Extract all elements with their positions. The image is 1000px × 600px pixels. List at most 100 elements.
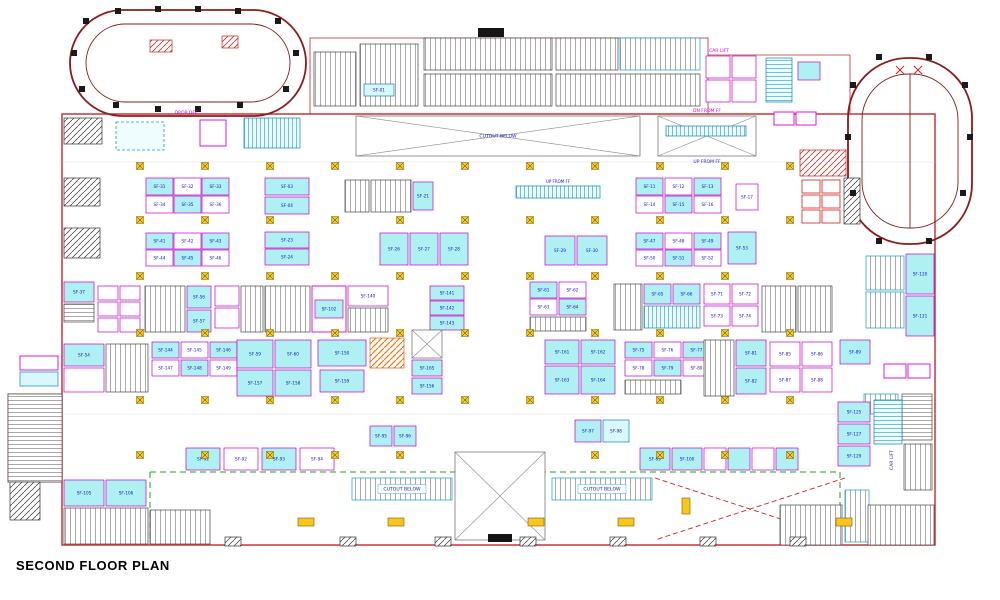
shop-unit — [173, 195, 202, 214]
column-marker — [526, 216, 534, 224]
parking-stall-block — [63, 303, 95, 323]
column-marker — [136, 272, 144, 280]
lift-box — [199, 119, 227, 147]
unit-label: SF-100 — [680, 457, 695, 462]
column-marker — [461, 329, 469, 337]
unit-label: SF-04 — [281, 203, 293, 208]
parking-stall-block — [313, 51, 357, 107]
parking-stall-block — [105, 343, 149, 393]
column-square — [115, 8, 121, 14]
shop-unit — [705, 55, 731, 79]
shop-unit — [264, 231, 310, 249]
unit-label: SF-158 — [286, 381, 301, 386]
red-cross-marker — [913, 65, 923, 75]
unit-label: SF-51 — [673, 256, 685, 261]
unit-label: SF-03 — [281, 184, 293, 189]
column-marker — [396, 329, 404, 337]
unit-label: SF-97 — [582, 429, 594, 434]
column-marker — [591, 451, 599, 459]
lift-box — [907, 363, 931, 379]
stair-hatch-red — [149, 39, 173, 53]
unit-label: SF-54 — [78, 353, 90, 358]
unit-label: SF-64 — [567, 305, 579, 310]
shop-unit — [186, 309, 212, 333]
unit-label: SF-140 — [361, 294, 376, 299]
unit-label: SF-105 — [77, 491, 92, 496]
dashed-cross-region — [654, 477, 846, 541]
column-marker — [461, 216, 469, 224]
shop-unit — [274, 369, 312, 397]
shop-unit — [693, 195, 722, 214]
column-marker — [396, 272, 404, 280]
shop-unit — [837, 445, 871, 467]
shop-unit — [180, 359, 209, 377]
shop-unit — [97, 301, 119, 317]
column-marker — [656, 329, 664, 337]
column-square — [293, 50, 299, 56]
unit-label: SF-129 — [847, 454, 862, 459]
column-square — [926, 238, 932, 244]
column-marker — [461, 396, 469, 404]
parking-stall-block — [555, 37, 619, 71]
stair-core-hatch — [63, 227, 101, 259]
unit-label: SF-146 — [216, 348, 231, 353]
unit-label: SF-46 — [210, 256, 222, 261]
unit-label: SF-41 — [154, 239, 166, 244]
shop-unit — [731, 55, 757, 79]
escalator — [643, 305, 701, 329]
shop-unit — [314, 299, 344, 319]
shop-unit — [664, 249, 693, 267]
unit-label: SF-91 — [197, 457, 209, 462]
column-marker — [786, 216, 794, 224]
unit-label: SF-16 — [702, 202, 714, 207]
stair-core-hatch — [699, 536, 717, 547]
shop-unit — [151, 341, 180, 359]
unit-label: SF-43 — [210, 239, 222, 244]
shop-unit — [705, 79, 731, 103]
shop-unit — [544, 365, 580, 395]
parking-stall-block — [703, 339, 735, 397]
unit-label: SF-61 — [538, 288, 550, 293]
unit-label: SF-96 — [399, 434, 411, 439]
lift-box — [773, 111, 795, 126]
plan-title: SECOND FLOOR PLAN — [16, 558, 170, 573]
parking-stall-block — [624, 379, 682, 395]
unit-label: SF-29 — [554, 248, 566, 253]
unit-label: SF-37 — [73, 290, 85, 295]
unit-label: SF-45 — [182, 256, 194, 261]
shop-unit — [429, 300, 465, 316]
column-marker — [526, 396, 534, 404]
unit-label: SF-48 — [673, 239, 685, 244]
column-marker — [721, 272, 729, 280]
unit-label: SF-21 — [417, 194, 429, 199]
column-marker — [201, 451, 209, 459]
shop-unit — [797, 61, 821, 81]
shop-unit — [801, 367, 833, 393]
unit-label: SF-49 — [702, 239, 714, 244]
shop-unit — [214, 307, 240, 329]
unit-label: SF-85 — [779, 352, 791, 357]
shop-unit — [558, 298, 587, 316]
red-marker-box — [801, 209, 821, 224]
shop-unit — [119, 285, 141, 301]
escalator — [873, 399, 903, 445]
parking-stall-block — [865, 255, 905, 291]
shop-unit — [145, 177, 174, 196]
shop-unit — [369, 425, 393, 447]
column-square — [195, 106, 201, 112]
unit-label: SF-86 — [811, 352, 823, 357]
column-marker — [396, 396, 404, 404]
column-square — [926, 54, 932, 60]
parking-stall-block — [7, 393, 63, 483]
unit-label: SF-141 — [440, 291, 455, 296]
unit-label: SF-44 — [154, 256, 166, 261]
annotation-text: UP FROM FF — [546, 179, 571, 184]
parking-stall-block — [344, 179, 370, 213]
column-marker — [331, 451, 339, 459]
parking-stall-block — [619, 37, 701, 71]
unit-label: SF-157 — [248, 381, 263, 386]
column-marker — [721, 329, 729, 337]
stair-hatch-red — [799, 149, 847, 177]
unit-label: SF-30 — [586, 248, 598, 253]
